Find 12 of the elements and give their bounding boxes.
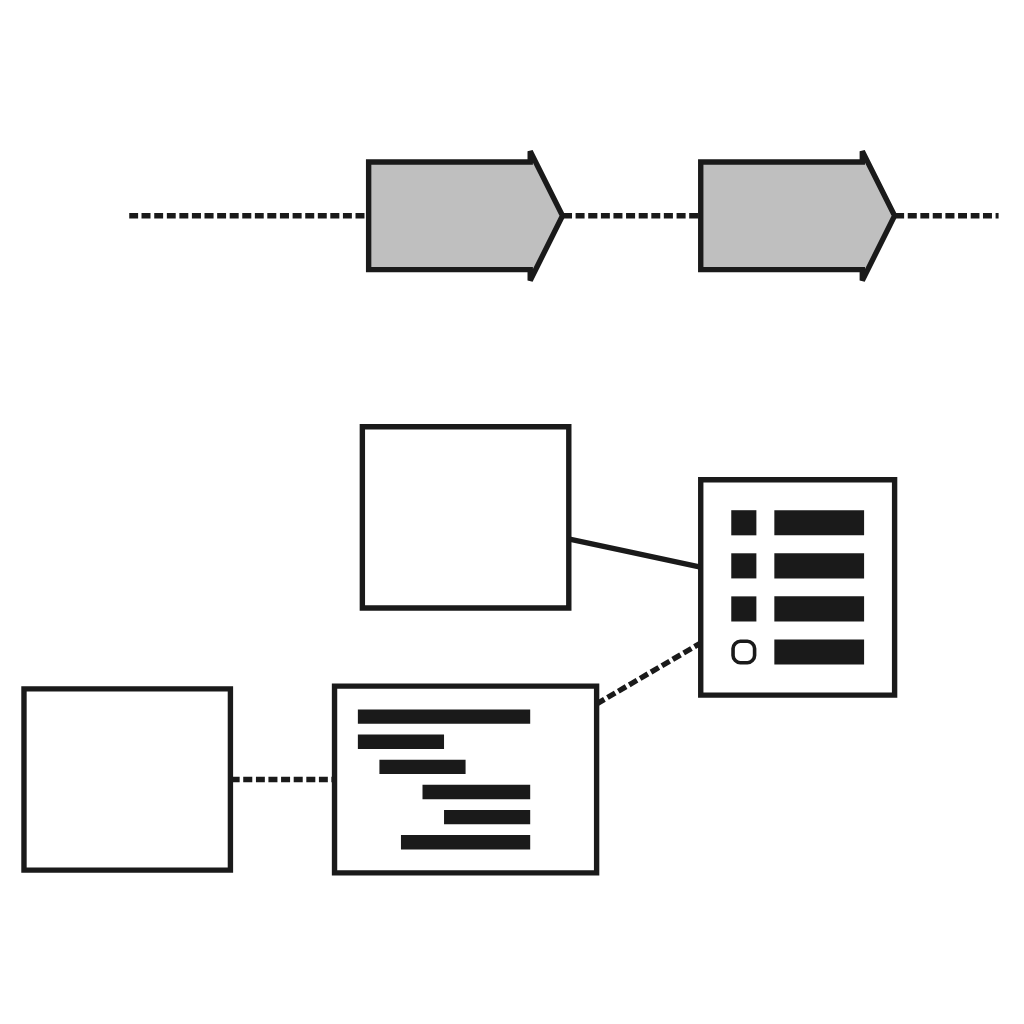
node-arrow [365,148,566,284]
connector [563,213,701,219]
node-box [359,424,572,611]
connector [230,776,334,783]
node-arrow [698,148,898,284]
node-picture [698,477,898,698]
node-picture [331,683,600,876]
connector [895,213,999,219]
node-box [21,686,234,873]
connector [568,536,702,570]
connector [129,213,369,219]
connector [595,640,702,707]
